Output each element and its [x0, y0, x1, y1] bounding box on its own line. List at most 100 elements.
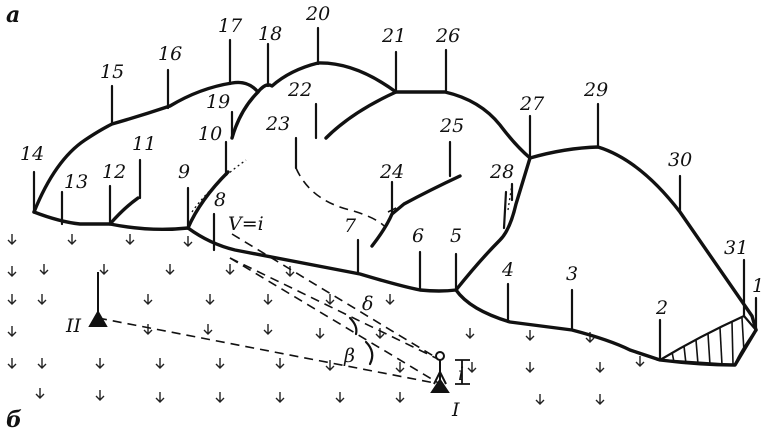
point-label-26: 26 — [435, 25, 460, 47]
vegetation-mark — [205, 294, 215, 305]
vegetation-mark — [263, 294, 273, 305]
point-label-28: 28 — [489, 161, 514, 183]
vegetation-mark — [215, 392, 225, 403]
ridge-5-28 — [454, 156, 532, 292]
point-label-27: 27 — [519, 93, 545, 115]
vegetation-mark — [275, 358, 285, 369]
hidden-contour-23 — [295, 167, 387, 229]
vegetation-mark — [315, 328, 325, 339]
vegetation-mark — [143, 294, 153, 305]
point-label-24: 24 — [379, 161, 404, 183]
sight-lines — [97, 233, 441, 385]
vegetation-mark — [595, 394, 605, 405]
vegetation-mark — [155, 392, 165, 403]
vegetation-mark — [37, 294, 47, 305]
vegetation-mark — [7, 326, 17, 337]
vertical-angle-label: V=i — [228, 213, 264, 235]
vegetation-mark — [465, 328, 475, 339]
vegetation-mark — [525, 330, 535, 341]
ridge-22 — [324, 90, 398, 140]
vegetation-mark — [215, 358, 225, 369]
vegetation-mark — [325, 360, 335, 371]
vegetation-mark — [375, 328, 385, 339]
vegetation-mark — [325, 294, 335, 305]
vegetation-mark — [95, 390, 105, 401]
ridge-28-stub — [502, 190, 508, 230]
angle-delta-label: δ — [362, 293, 373, 315]
point-label-1: 1 — [752, 275, 764, 297]
vegetation-mark — [535, 394, 545, 405]
station-I-label: I — [451, 399, 460, 421]
point-label-21: 21 — [381, 25, 406, 47]
point-label-23: 23 — [265, 113, 290, 135]
vegetation-mark — [525, 362, 535, 373]
vegetation-mark — [99, 264, 109, 275]
vegetation-mark — [7, 358, 17, 369]
vegetation-mark — [275, 392, 285, 403]
object-outline-base — [32, 210, 758, 367]
vegetation-edge-10 — [191, 159, 247, 213]
point-label-31: 31 — [724, 237, 748, 259]
vegetation-mark — [225, 264, 235, 275]
point-label-2: 2 — [655, 297, 668, 319]
vegetation-mark — [285, 266, 295, 277]
angle-arc-beta — [364, 340, 374, 366]
station-II — [88, 272, 108, 327]
point-label-18: 18 — [258, 23, 282, 45]
station-I — [430, 351, 470, 393]
angle-beta-label: β — [343, 345, 355, 367]
vegetation-mark — [35, 388, 45, 399]
vegetation-mark — [183, 236, 193, 247]
vegetation-mark — [7, 294, 17, 305]
point-label-16: 16 — [158, 43, 182, 65]
point-label-9: 9 — [178, 161, 190, 183]
ridge-24 — [370, 174, 462, 248]
point-label-10: 10 — [198, 123, 222, 145]
vegetation-mark — [595, 362, 605, 373]
panel-b-label: б — [6, 407, 22, 432]
point-label-8: 8 — [214, 189, 226, 211]
point-label-13: 13 — [64, 171, 88, 193]
hidden-contour-24 — [387, 181, 447, 213]
station-II-label: II — [65, 315, 82, 337]
vegetation-mark — [95, 358, 105, 369]
point-label-30: 30 — [668, 149, 692, 171]
angle-arc-delta — [348, 316, 358, 336]
point-label-12: 12 — [102, 161, 126, 183]
point-label-4: 4 — [501, 259, 514, 281]
point-label-11: 11 — [132, 133, 156, 155]
point-label-29: 29 — [583, 79, 608, 101]
vegetation-mark — [165, 264, 175, 275]
point-label-15: 15 — [100, 61, 124, 83]
ridge-9-11 — [186, 170, 230, 230]
point-label-3: 3 — [566, 263, 578, 285]
point-label-5: 5 — [450, 225, 462, 247]
vegetation-mark — [7, 266, 17, 277]
ridge-12-11 — [108, 196, 140, 226]
ground-vegetation-symbols — [7, 234, 645, 405]
vegetation-mark — [635, 356, 645, 367]
vegetation-mark — [39, 264, 49, 275]
vegetation-mark — [37, 358, 47, 369]
point-label-7: 7 — [344, 215, 357, 237]
point-label-20: 20 — [305, 3, 330, 25]
vegetation-mark — [263, 324, 273, 335]
vegetation-mark — [67, 234, 77, 245]
vegetation-mark — [395, 362, 405, 373]
vegetation-mark — [155, 358, 165, 369]
point-label-6: 6 — [412, 225, 424, 247]
vegetation-mark — [395, 392, 405, 403]
vegetation-mark — [7, 234, 17, 245]
point-label-22: 22 — [287, 79, 312, 101]
hatched-area-lines — [671, 317, 745, 366]
vegetation-mark — [125, 234, 135, 245]
vegetation-mark — [335, 392, 345, 403]
panel-a-label: а — [6, 2, 20, 28]
point-label-17: 17 — [218, 15, 243, 37]
point-label-19: 19 — [206, 91, 230, 113]
point-label-14: 14 — [20, 143, 44, 165]
vegetation-mark — [203, 324, 213, 335]
point-label-25: 25 — [439, 115, 464, 137]
